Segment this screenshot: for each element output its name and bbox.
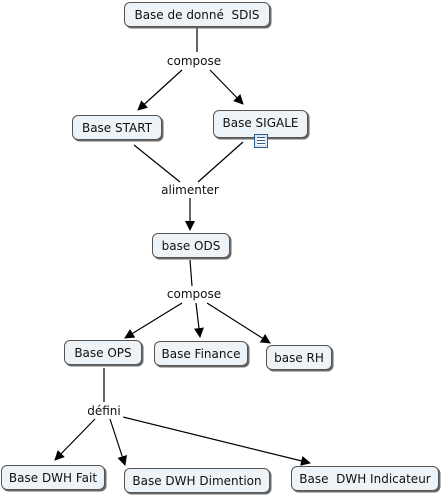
concept-base-finance[interactable]: Base Finance (154, 341, 248, 366)
concept-base-dwh-fait[interactable]: Base DWH Fait (1, 465, 105, 490)
concept-base-ods[interactable]: base ODS (152, 233, 230, 258)
concept-base-sigale-label: Base SIGALE (222, 116, 299, 130)
edge-compose-sigale (209, 69, 244, 105)
concept-base-rh[interactable]: base RH (266, 345, 332, 370)
edge-compose-ops (124, 302, 183, 339)
edge-defini-dimention (109, 418, 127, 466)
concept-base-sigale[interactable]: Base SIGALE (213, 110, 308, 138)
concept-base-sdis[interactable]: Base de donné SDIS (124, 2, 270, 27)
concept-base-ops[interactable]: Base OPS (64, 340, 142, 365)
link-alimenter: alimenter (159, 183, 221, 197)
link-compose-middle: compose (164, 287, 224, 301)
concept-base-dwh-dimention[interactable]: Base DWH Dimention (124, 468, 270, 493)
concept-base-dwh-indicateur[interactable]: Base DWH Indicateur (291, 466, 439, 491)
edge-start-alimenter (133, 144, 181, 183)
edge-compose-finance (193, 302, 204, 338)
concept-base-start[interactable]: Base START (72, 115, 162, 140)
edge-defini-indicateur (122, 416, 311, 466)
document-icon[interactable] (254, 134, 268, 148)
edge-sigale-alimenter (197, 141, 244, 183)
edge-ods-compose (189, 259, 193, 287)
link-defini: défini (85, 404, 123, 418)
edge-compose-rh (206, 302, 271, 344)
link-compose-top: compose (164, 54, 224, 68)
edge-compose-start (137, 69, 183, 111)
edge-defini-fait (54, 418, 96, 461)
